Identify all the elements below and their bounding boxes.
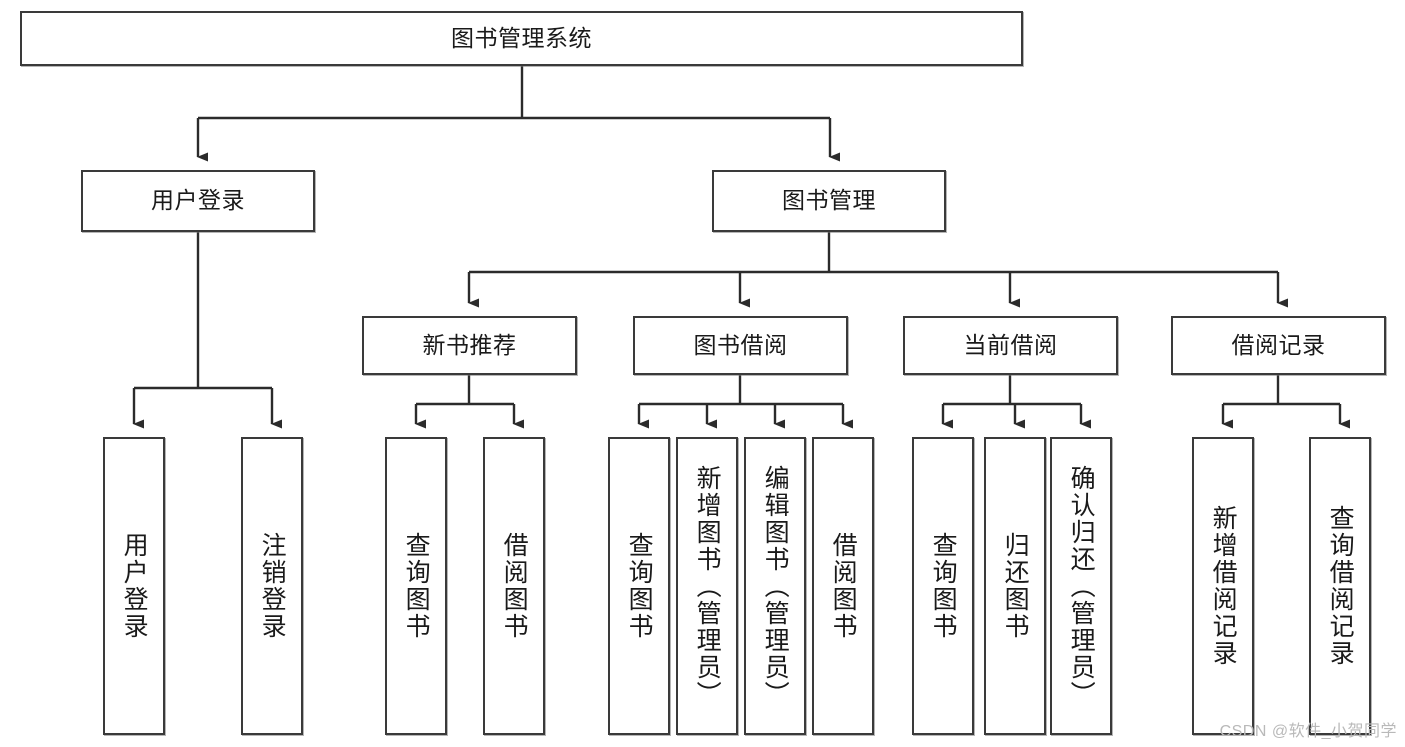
node-user-login[interactable]: 用户登录	[81, 170, 315, 232]
node-leaf-add-record-label: 新增借阅记录	[1209, 505, 1238, 667]
node-leaf-query-record-label: 查询借阅记录	[1326, 505, 1355, 667]
node-leaf-confirm-return[interactable]: 确认归还（管理员）	[1050, 437, 1112, 735]
node-borrow-record[interactable]: 借阅记录	[1171, 316, 1386, 375]
node-book-manage-label: 图书管理	[782, 187, 876, 214]
node-leaf-borrow-book-1-label: 借阅图书	[500, 532, 529, 640]
node-leaf-query-book-1[interactable]: 查询图书	[385, 437, 447, 735]
node-root-label: 图书管理系统	[451, 24, 592, 51]
node-leaf-confirm-return-label: 确认归还（管理员）	[1067, 464, 1096, 708]
node-leaf-edit-book-label: 编辑图书（管理员）	[761, 464, 790, 708]
node-leaf-query-book-1-label: 查询图书	[402, 532, 431, 640]
node-book-borrow[interactable]: 图书借阅	[633, 316, 848, 375]
node-user-login-label: 用户登录	[151, 187, 245, 214]
node-leaf-borrow-book-2-label: 借阅图书	[829, 532, 858, 640]
node-leaf-borrow-book-2[interactable]: 借阅图书	[812, 437, 874, 735]
node-current-borrow[interactable]: 当前借阅	[903, 316, 1118, 375]
node-root[interactable]: 图书管理系统	[20, 11, 1023, 66]
node-book-manage[interactable]: 图书管理	[712, 170, 946, 232]
node-leaf-user-login[interactable]: 用户登录	[103, 437, 165, 735]
node-leaf-borrow-book-1[interactable]: 借阅图书	[483, 437, 545, 735]
node-leaf-return-book[interactable]: 归还图书	[984, 437, 1046, 735]
node-leaf-add-book-label: 新增图书（管理员）	[693, 464, 722, 708]
node-leaf-query-book-3[interactable]: 查询图书	[912, 437, 974, 735]
node-leaf-query-record[interactable]: 查询借阅记录	[1309, 437, 1371, 735]
node-leaf-user-login-label: 用户登录	[120, 532, 149, 640]
node-new-book-recommend-label: 新书推荐	[422, 331, 517, 358]
node-leaf-return-book-label: 归还图书	[1001, 532, 1030, 640]
node-leaf-add-record[interactable]: 新增借阅记录	[1192, 437, 1254, 735]
node-current-borrow-label: 当前借阅	[963, 331, 1058, 358]
node-leaf-add-book[interactable]: 新增图书（管理员）	[676, 437, 738, 735]
node-leaf-query-book-2-label: 查询图书	[625, 532, 654, 640]
csdn-watermark: CSDN @软件_小贺同学	[1219, 723, 1397, 740]
node-new-book-recommend[interactable]: 新书推荐	[362, 316, 577, 375]
node-leaf-edit-book[interactable]: 编辑图书（管理员）	[744, 437, 806, 735]
node-leaf-user-logout-label: 注销登录	[258, 532, 287, 640]
node-book-borrow-label: 图书借阅	[693, 331, 788, 358]
node-leaf-user-logout[interactable]: 注销登录	[241, 437, 303, 735]
node-leaf-query-book-2[interactable]: 查询图书	[608, 437, 670, 735]
node-borrow-record-label: 借阅记录	[1231, 331, 1326, 358]
node-leaf-query-book-3-label: 查询图书	[929, 532, 958, 640]
